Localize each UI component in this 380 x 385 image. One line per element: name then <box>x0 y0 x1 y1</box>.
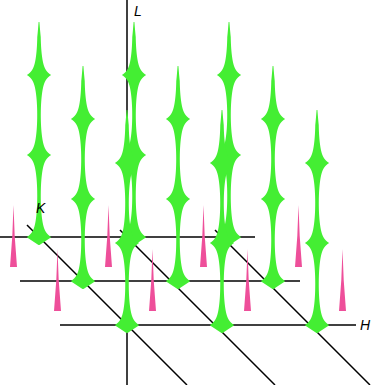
green-rod <box>166 66 190 289</box>
green-rod <box>210 110 234 333</box>
pink-spike <box>149 249 156 311</box>
pink-spike <box>10 205 17 267</box>
green-rod <box>71 66 95 289</box>
axis-label: H <box>360 318 370 332</box>
pink-spike <box>244 249 251 311</box>
pink-spike <box>200 205 207 267</box>
grid-line <box>215 230 370 385</box>
axis-label: K <box>36 201 45 215</box>
grid-line <box>20 280 300 282</box>
green-rod <box>261 66 285 289</box>
pink-spike <box>295 205 302 267</box>
axis-label: L <box>134 4 142 18</box>
green-rods <box>27 22 329 333</box>
pink-spike <box>105 205 112 267</box>
green-rod <box>27 22 51 245</box>
grid-line <box>120 230 275 385</box>
pink-spike <box>339 249 346 311</box>
lattice-lines <box>0 0 370 385</box>
green-rod <box>115 110 139 333</box>
green-rod <box>305 110 329 333</box>
pink-spike <box>54 249 61 311</box>
